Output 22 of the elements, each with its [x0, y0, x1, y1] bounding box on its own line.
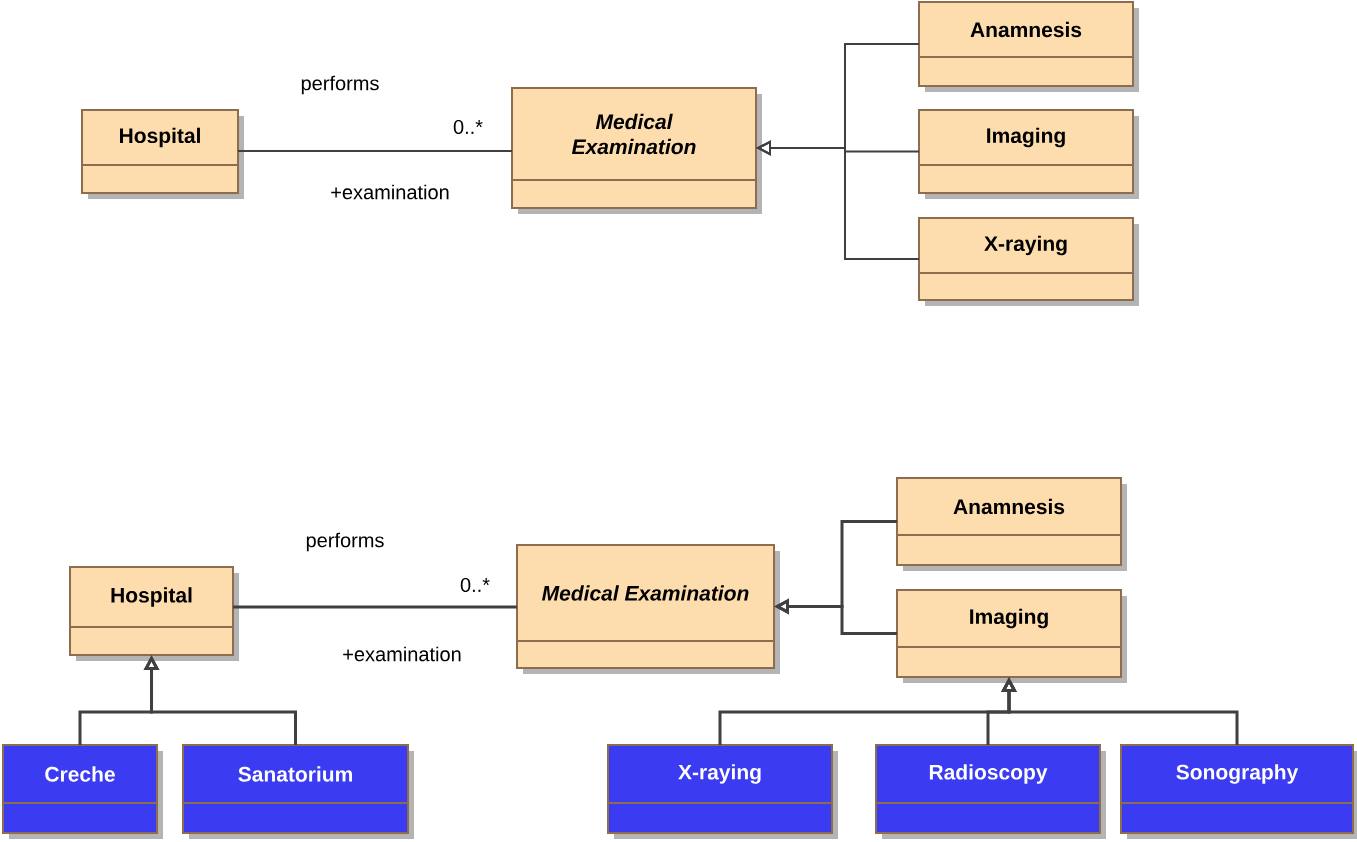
class-box: Creche — [2, 744, 163, 839]
class-box: Medical Examination — [511, 87, 762, 214]
multiplicity-label: 0..* — [453, 119, 483, 135]
class-box: Anamnesis — [918, 1, 1139, 92]
role-label: +examination — [343, 646, 461, 662]
association-line — [237, 150, 513, 152]
class-box: Radioscopy — [875, 744, 1106, 839]
multiplicity-label: 0..* — [460, 577, 490, 593]
class-box: Hospital — [69, 566, 239, 661]
edge-label: performs — [306, 532, 384, 552]
class-box: Imaging — [896, 589, 1127, 683]
class-box: Anamnesis — [896, 477, 1127, 571]
class-box: Sanatorium — [182, 744, 414, 839]
edge-label: performs — [301, 75, 379, 95]
class-box: Sonography — [1120, 744, 1357, 839]
class-box: Medical Examination — [516, 544, 780, 674]
role-label: +examination — [331, 184, 449, 200]
class-box: Hospital — [81, 109, 244, 199]
class-box: X-raying — [607, 744, 838, 839]
class-box: X-raying — [918, 217, 1139, 306]
association-line — [233, 605, 517, 609]
class-box: Imaging — [918, 109, 1139, 199]
